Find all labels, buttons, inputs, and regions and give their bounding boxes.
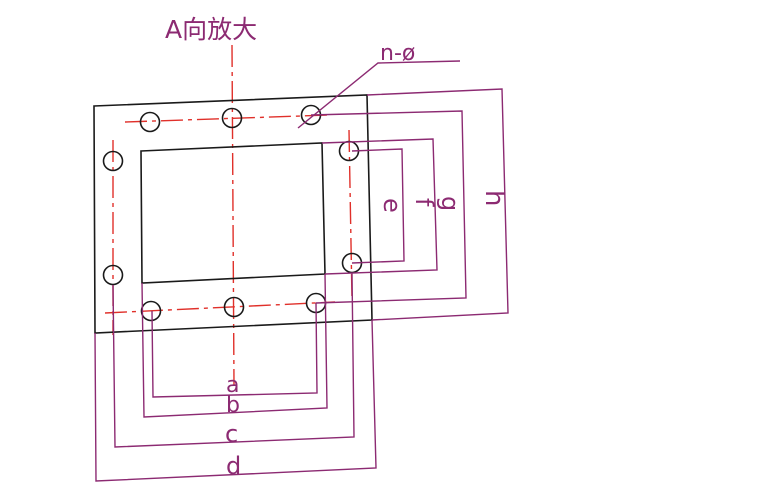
dimension-e-label: e — [378, 198, 406, 213]
dimension-c-line — [112, 272, 355, 448]
dimension-f-line — [321, 138, 438, 275]
dimension-d-line — [94, 319, 377, 482]
dimension-c-label: c — [225, 420, 238, 448]
bolt-hole — [221, 107, 243, 129]
dimension-g-line — [310, 110, 467, 304]
dimension-b-label: b — [226, 393, 240, 418]
dimension-g-label: g — [436, 196, 464, 211]
bolt-hole — [102, 150, 124, 172]
dimension-h-label: h — [479, 190, 509, 206]
hole-note: n-ø — [380, 41, 415, 66]
hole-note-leader — [297, 60, 461, 129]
dimension-d-label: d — [226, 452, 241, 480]
vertical-centerline — [231, 44, 235, 386]
bolt-hole — [139, 111, 161, 133]
dimension-a-label: a — [226, 373, 239, 398]
dimension-a-line — [151, 302, 318, 398]
top-hole-centerline — [124, 114, 331, 123]
dimension-e-line — [351, 148, 405, 264]
right-hole-centerline — [348, 129, 353, 301]
bolt-hole — [140, 300, 162, 322]
dimension-f-label: f — [410, 198, 438, 207]
bolt-hole — [223, 296, 245, 318]
dimension-b-line — [141, 273, 328, 418]
view-title: A向放大 — [165, 15, 257, 44]
bolt-hole — [102, 264, 124, 286]
bottom-hole-centerline — [104, 301, 336, 314]
dimension-h-line — [366, 88, 509, 321]
